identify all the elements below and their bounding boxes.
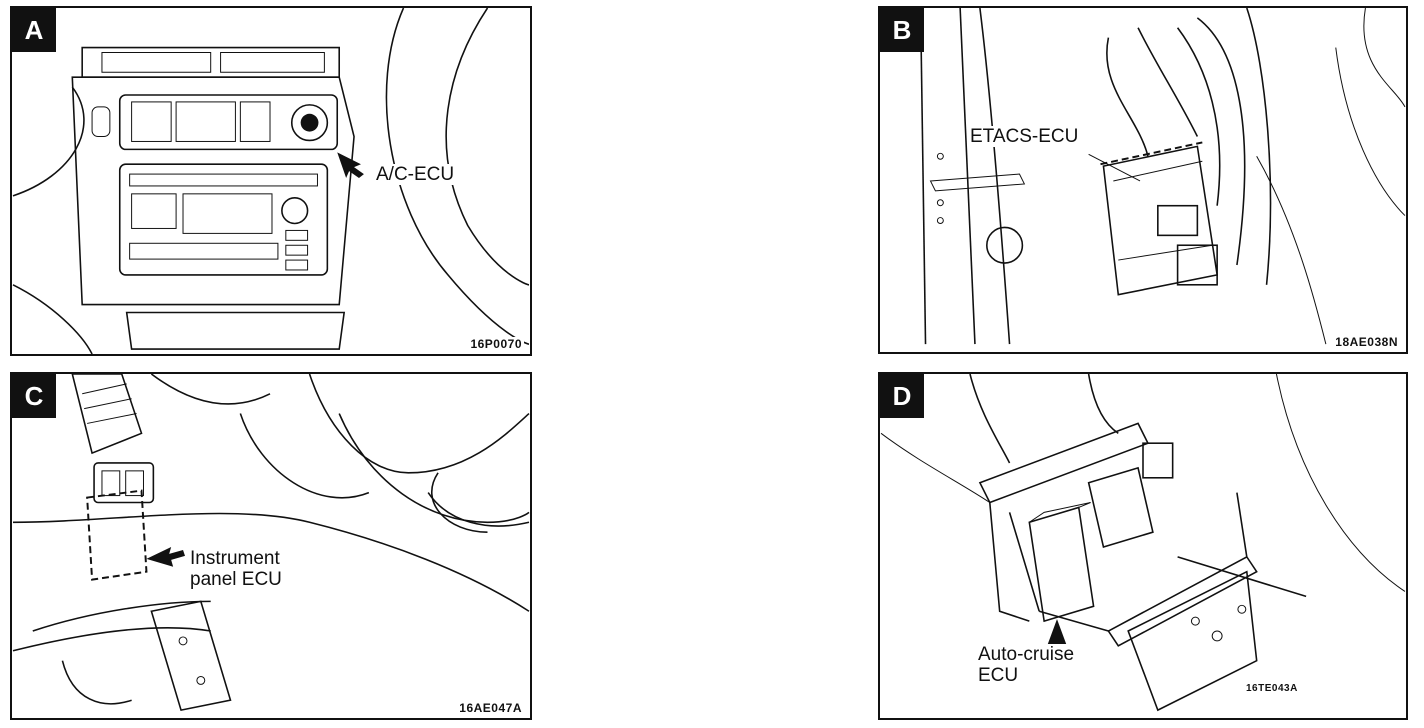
panel-a-drawing [12, 8, 530, 354]
panel-a-callout-line: A/C-ECU [376, 164, 455, 185]
panel-c-drawing [12, 374, 530, 712]
panel-a-callout: A/C-ECU [374, 164, 457, 185]
panel-d: D Auto-cruise ECU 16TE043A [878, 372, 1408, 720]
panel-a-label: A [12, 8, 56, 52]
panel-d-callout-line-2: ECU [978, 665, 1019, 686]
panel-c-code: 16AE047A [457, 701, 524, 715]
panel-d-label: D [880, 374, 924, 418]
panel-b-label: B [880, 8, 924, 52]
panel-b: B ETACS-ECU 18AE038N [878, 6, 1408, 354]
panel-a: A A/C-ECU 16P0070 [10, 6, 532, 356]
panel-b-code: 18AE038N [1333, 335, 1400, 349]
panel-d-code: 16TE043A [1244, 683, 1300, 694]
panel-d-callout-line-1: Auto-cruise [978, 644, 1075, 665]
panel-d-drawing [880, 374, 1406, 712]
panel-d-callout: Auto-cruise ECU [976, 644, 1077, 686]
panel-c-callout: Instrument panel ECU [188, 548, 284, 590]
panel-b-callout-line: ETACS-ECU [970, 126, 1079, 147]
panel-b-drawing [919, 8, 1406, 345]
panel-c-callout-line-1: Instrument [190, 548, 280, 569]
panel-c-label: C [12, 374, 56, 418]
panel-c-callout-line-2: panel ECU [190, 569, 282, 590]
panel-b-callout: ETACS-ECU [968, 126, 1081, 147]
panel-c: C Instrument panel ECU 16AE047A [10, 372, 532, 720]
panel-a-code: 16P0070 [468, 337, 524, 351]
